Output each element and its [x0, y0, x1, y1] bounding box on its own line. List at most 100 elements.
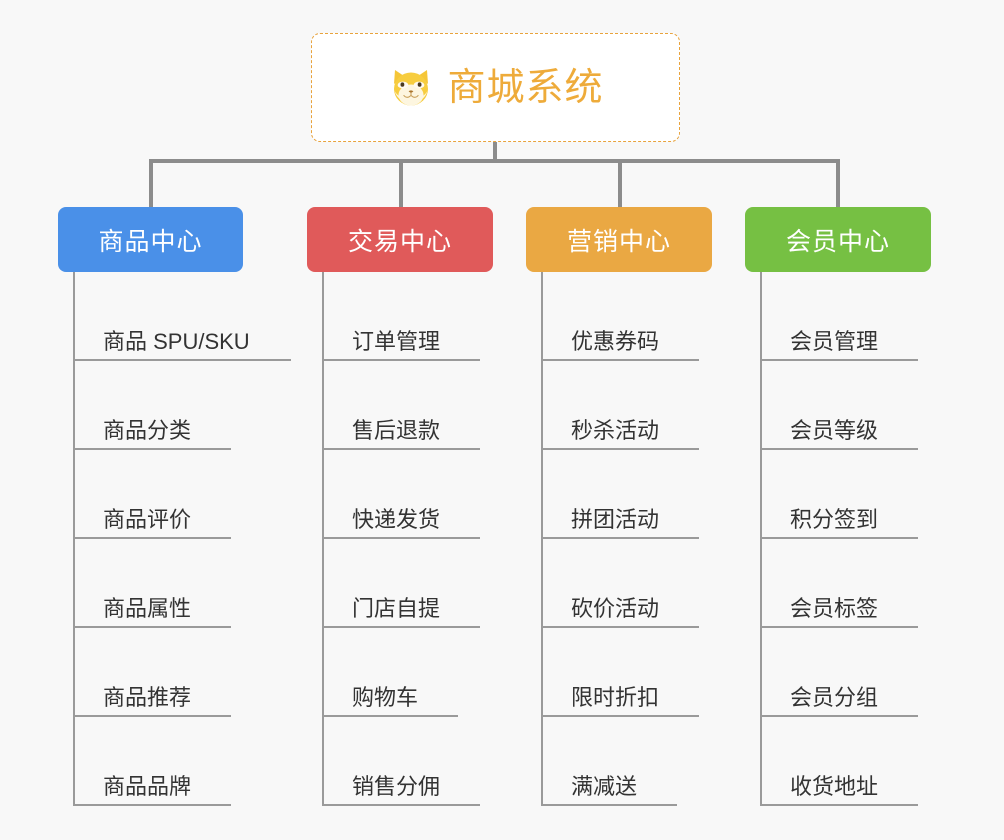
branch-column-marketing-center: 营销中心 优惠券码 秒杀活动 拼团活动 砍价活动 限时折扣 [526, 207, 712, 806]
list-item[interactable]: 会员管理 [760, 272, 931, 361]
list-item[interactable]: 优惠券码 [541, 272, 712, 361]
leaf-label: 拼团活动 [571, 507, 660, 532]
tree-trunk-line [541, 272, 543, 806]
leaf-label: 会员管理 [790, 329, 879, 354]
list-item[interactable]: 限时折扣 [541, 628, 712, 717]
branch-header-product-center[interactable]: 商品中心 [58, 207, 243, 272]
leaf-underline [322, 537, 480, 539]
leaf-label: 会员标签 [790, 596, 879, 621]
list-item[interactable]: 会员分组 [760, 628, 931, 717]
connector-drop-branch-4 [836, 161, 840, 208]
leaf-label: 收货地址 [790, 774, 879, 799]
connector-drop-branch-2 [399, 161, 403, 208]
list-item[interactable]: 积分签到 [760, 450, 931, 539]
leaf-label: 门店自提 [352, 596, 441, 621]
root-node-content: 商城系统 [387, 64, 603, 112]
list-item[interactable]: 拼团活动 [541, 450, 712, 539]
list-item[interactable]: 门店自提 [322, 539, 493, 628]
leaf-label: 秒杀活动 [571, 418, 660, 443]
leaf-list-trade-center: 订单管理 售后退款 快递发货 门店自提 购物车 销售分佣 [307, 272, 493, 806]
branch-header-label: 交易中心 [347, 227, 452, 256]
branch-header-label: 商品中心 [98, 227, 203, 256]
list-item[interactable]: 售后退款 [322, 361, 493, 450]
list-item[interactable]: 收货地址 [760, 717, 931, 806]
list-item[interactable]: 商品评价 [73, 450, 250, 539]
leaf-underline [760, 715, 918, 717]
leaf-label: 商品属性 [103, 596, 192, 621]
connector-horizontal-bus [149, 159, 840, 163]
leaf-underline [541, 804, 677, 806]
branch-column-member-center: 会员中心 会员管理 会员等级 积分签到 会员标签 会员分组 [745, 207, 931, 806]
leaf-underline [760, 804, 918, 806]
list-item[interactable]: 商品推荐 [73, 628, 250, 717]
branch-header-trade-center[interactable]: 交易中心 [307, 207, 493, 272]
leaf-underline [73, 359, 291, 361]
leaf-label: 会员等级 [790, 418, 879, 443]
connector-drop-branch-1 [149, 161, 153, 208]
leaf-underline [760, 537, 918, 539]
list-item[interactable]: 商品 SPU/SKU [73, 272, 291, 361]
root-node-title: 商城系统 [447, 66, 604, 109]
leaf-label: 商品 SPU/SKU [103, 329, 250, 354]
leaf-label: 售后退款 [352, 418, 441, 443]
leaf-underline [541, 626, 699, 628]
leaf-list-member-center: 会员管理 会员等级 积分签到 会员标签 会员分组 收货地址 [745, 272, 931, 806]
leaf-underline [73, 448, 231, 450]
leaf-list-product-center: 商品 SPU/SKU 商品分类 商品评价 商品属性 商品推荐 商品品牌 [58, 272, 291, 806]
shiba-dog-face-icon [387, 64, 435, 112]
leaf-label: 积分签到 [790, 507, 879, 532]
leaf-label: 会员分组 [790, 685, 879, 710]
leaf-label: 满减送 [571, 774, 638, 799]
list-item[interactable]: 会员等级 [760, 361, 931, 450]
tree-trunk-line [322, 272, 324, 806]
branch-header-label: 营销中心 [566, 227, 671, 256]
list-item[interactable]: 砍价活动 [541, 539, 712, 628]
list-item[interactable]: 会员标签 [760, 539, 931, 628]
leaf-label: 商品评价 [103, 507, 192, 532]
list-item[interactable]: 商品分类 [73, 361, 250, 450]
list-item[interactable]: 订单管理 [322, 272, 493, 361]
leaf-underline [73, 804, 231, 806]
branch-column-product-center: 商品中心 商品 SPU/SKU 商品分类 商品评价 商品属性 商品推荐 [58, 207, 291, 806]
root-node-shopping-mall-system[interactable]: 商城系统 [311, 33, 680, 142]
leaf-underline [760, 626, 918, 628]
branch-header-marketing-center[interactable]: 营销中心 [526, 207, 712, 272]
leaf-underline [322, 359, 480, 361]
leaf-label: 商品推荐 [103, 685, 192, 710]
list-item[interactable]: 商品属性 [73, 539, 250, 628]
leaf-underline [322, 715, 458, 717]
leaf-underline [73, 715, 231, 717]
leaf-label: 砍价活动 [571, 596, 660, 621]
branch-header-member-center[interactable]: 会员中心 [745, 207, 931, 272]
leaf-underline [322, 626, 480, 628]
leaf-underline [541, 448, 699, 450]
list-item[interactable]: 快递发货 [322, 450, 493, 539]
leaf-label: 限时折扣 [571, 685, 660, 710]
leaf-label: 订单管理 [352, 329, 441, 354]
list-item[interactable]: 秒杀活动 [541, 361, 712, 450]
leaf-label: 销售分佣 [352, 774, 441, 799]
leaf-underline [541, 359, 699, 361]
leaf-underline [73, 537, 231, 539]
list-item[interactable]: 购物车 [322, 628, 493, 717]
leaf-underline [322, 448, 480, 450]
leaf-label: 购物车 [352, 685, 419, 710]
leaf-label: 优惠券码 [571, 329, 660, 354]
connector-drop-branch-3 [618, 161, 622, 208]
leaf-label: 商品品牌 [103, 774, 192, 799]
branch-column-trade-center: 交易中心 订单管理 售后退款 快递发货 门店自提 购物车 [307, 207, 493, 806]
list-item[interactable]: 商品品牌 [73, 717, 250, 806]
tree-trunk-line [73, 272, 75, 806]
list-item[interactable]: 满减送 [541, 717, 712, 806]
leaf-underline [541, 715, 699, 717]
tree-trunk-line [760, 272, 762, 806]
leaf-underline [73, 626, 231, 628]
branch-header-label: 会员中心 [785, 227, 890, 256]
leaf-underline [760, 359, 918, 361]
leaf-underline [322, 804, 480, 806]
leaf-underline [541, 537, 699, 539]
connector-root-stem [493, 142, 497, 162]
leaf-underline [760, 448, 918, 450]
list-item[interactable]: 销售分佣 [322, 717, 493, 806]
